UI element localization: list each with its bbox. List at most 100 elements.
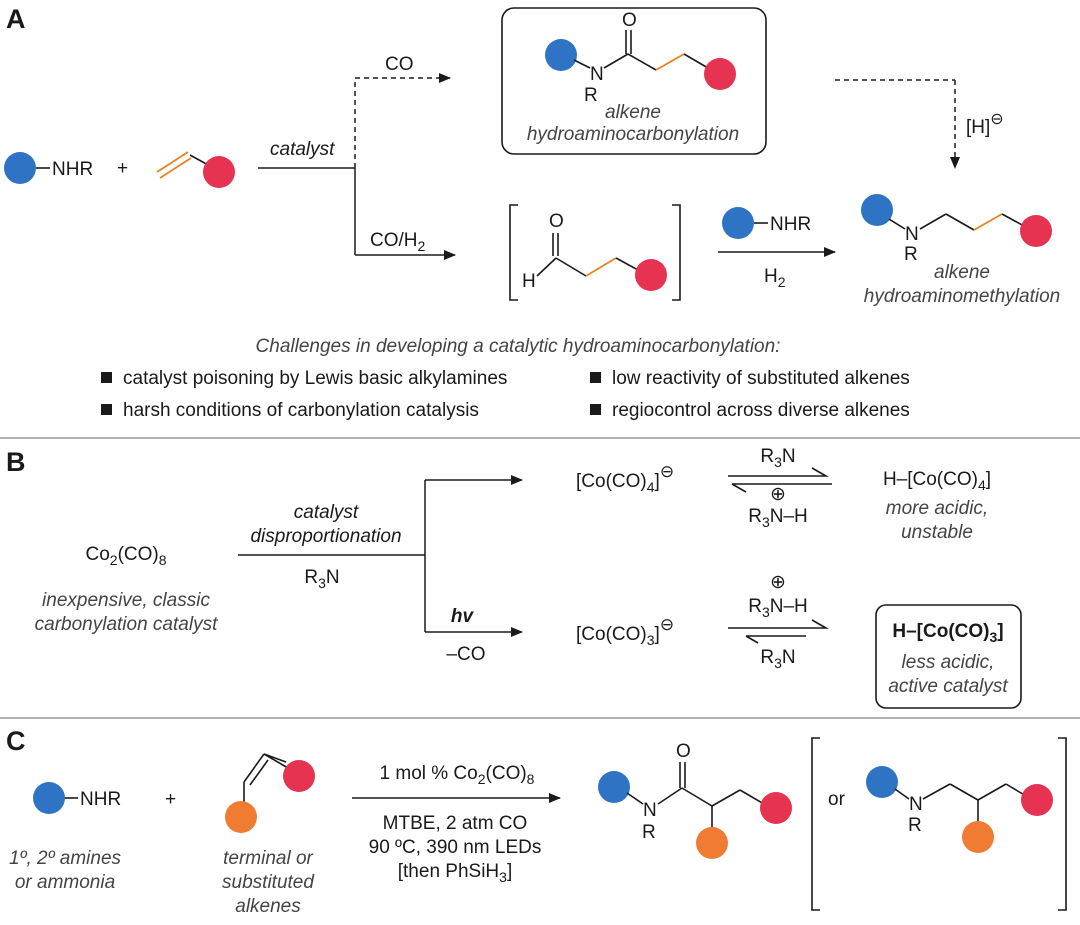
- challenge-2: low reactivity of substituted alkenes: [612, 368, 910, 389]
- c-alkene-bond-red: [263, 753, 287, 763]
- amide-bond-3: [627, 53, 657, 71]
- hydride-co3: H–[Co(CO)3]: [892, 621, 1003, 645]
- aldehyde-red-circle: [635, 259, 667, 291]
- c-amide-bond-5: [739, 789, 765, 805]
- aldehyde-bond-1: [536, 257, 557, 277]
- c-amide-r: R: [642, 822, 656, 843]
- top-eq-forward-half-arrow: [728, 467, 830, 477]
- challenges-title: Challenges in developing a catalytic hyd…: [256, 336, 781, 357]
- precatalyst-formula: Co2(CO)8: [85, 544, 166, 568]
- precatalyst-desc-1: inexpensive, classic: [42, 590, 210, 611]
- product-bond-2: [919, 213, 947, 230]
- bottom-eq-ammonium: R3N–H: [748, 596, 808, 620]
- box-label-line1: alkene: [605, 102, 661, 123]
- left-bracket: [509, 204, 518, 301]
- amide-new-bond: [655, 53, 685, 71]
- product-bond-4: [1001, 213, 1025, 227]
- product-blue-circle: [861, 194, 893, 226]
- product-label-line1: alkene: [934, 262, 990, 283]
- hydride-label: [H]⊖: [966, 111, 1004, 138]
- product-bond-1: [888, 218, 906, 230]
- disproportionation-label-1: catalyst: [294, 502, 359, 523]
- amide-o: O: [622, 10, 637, 31]
- product-r: R: [904, 244, 918, 265]
- top-eq-reverse-half-arrow: [731, 483, 832, 493]
- c-amine-product-bond-1: [894, 788, 910, 800]
- step2-h2-label: H2: [764, 266, 786, 290]
- catalyst-label: catalyst: [270, 139, 335, 160]
- minus-co-label: –CO: [446, 644, 485, 665]
- c-amide-orange-circle: [696, 827, 728, 859]
- product-new-bond: [973, 213, 1003, 231]
- bottom-eq-forward-half-arrow: [728, 619, 830, 629]
- top-eq-plus-charge: ⊕: [770, 484, 786, 505]
- bullet-4: [590, 404, 601, 415]
- amide-bond-4: [683, 53, 709, 69]
- c-amine-product-red-circle: [1021, 784, 1053, 816]
- aldehyde-new-bond: [585, 257, 617, 277]
- condition-3: 90 ºC, 390 nm LEDs: [369, 837, 542, 858]
- c-amine-product-r: R: [908, 815, 922, 836]
- c-amine-desc-1: 1º, 2º amines: [9, 848, 122, 869]
- product-label-line2: hydroaminomethylation: [864, 286, 1060, 307]
- amide-r: R: [584, 85, 598, 106]
- anion-co4: [Co(CO)4]⊖: [576, 462, 674, 495]
- product-red-circle: [1020, 215, 1052, 247]
- c-amine-product-blue-circle: [866, 766, 898, 798]
- challenge-1: catalyst poisoning by Lewis basic alkyla…: [123, 368, 507, 389]
- c-amine-product-bond-2: [922, 783, 951, 800]
- c-alkene-desc-3: alkenes: [235, 896, 301, 917]
- co-h2-label: CO/H2: [370, 230, 426, 254]
- bottom-eq-reagent: R3N: [760, 647, 795, 671]
- disproportionation-reagent: R3N: [304, 567, 339, 591]
- c-alkene-double-3: [263, 753, 289, 769]
- hydride-co3-desc-2: active catalyst: [888, 676, 1008, 697]
- aldehyde-o: O: [549, 211, 564, 232]
- c-alkene-double-2: [249, 759, 269, 786]
- c-plus-sign: +: [165, 789, 176, 810]
- bullet-3: [101, 404, 112, 415]
- c-amide-o: O: [676, 741, 691, 762]
- top-eq-reagent: R3N: [760, 446, 795, 470]
- c-alkene-orange-circle: [225, 801, 257, 833]
- hydride-co4-desc-1: more acidic,: [886, 498, 988, 519]
- box-label-line2: hydroaminocarbonylation: [527, 124, 739, 145]
- amide-blue-circle: [545, 39, 577, 71]
- condition-4: [then PhSiH3]: [398, 861, 512, 885]
- step2-amine-label: NHR: [770, 214, 811, 235]
- bullet-2: [590, 372, 601, 383]
- active-catalyst-box: [875, 604, 1022, 709]
- c-amine-label: NHR: [80, 789, 121, 810]
- anion-co3: [Co(CO)3]⊖: [576, 615, 674, 648]
- hydride-co4: H–[Co(CO)4]: [883, 469, 991, 493]
- hydroaminocarbonylation-box: [501, 7, 767, 155]
- c-amide-bond-3: [681, 787, 713, 807]
- condition-2: MTBE, 2 atm CO: [383, 813, 528, 834]
- section-label-b: B: [6, 447, 26, 477]
- challenge-4: regiocontrol across diverse alkenes: [612, 400, 910, 421]
- precatalyst-desc-2: carbonylation catalyst: [35, 614, 218, 635]
- product-bond-3: [945, 213, 975, 231]
- right-bracket: [672, 204, 681, 301]
- product-n: N: [905, 224, 919, 245]
- c-alkene-desc-2: substituted: [222, 872, 315, 893]
- condition-1: 1 mol % Co2(CO)8: [380, 763, 535, 787]
- hv-label: hv: [451, 606, 475, 627]
- alkene-double-bond-2: [159, 157, 192, 179]
- bottom-eq-plus-charge: ⊕: [770, 572, 786, 593]
- c-amide-n: N: [643, 800, 657, 821]
- hydride-co4-desc-2: unstable: [901, 522, 973, 543]
- plus-sign: +: [117, 158, 128, 179]
- section-label-a: A: [6, 4, 26, 34]
- amine-substituent-blue-circle: [4, 152, 36, 184]
- disproportionation-label-2: disproportionation: [250, 526, 401, 547]
- bottom-eq-reverse-half-arrow: [745, 635, 806, 644]
- amide-n: N: [590, 64, 604, 85]
- c-amide-red-circle: [760, 792, 792, 824]
- c-amide-bond-4: [711, 789, 741, 807]
- c-amine-product-orange-circle: [962, 821, 994, 853]
- c-amide-bond-1: [626, 792, 644, 805]
- co-label: CO: [385, 54, 414, 75]
- alkene-double-bond-1: [156, 151, 189, 173]
